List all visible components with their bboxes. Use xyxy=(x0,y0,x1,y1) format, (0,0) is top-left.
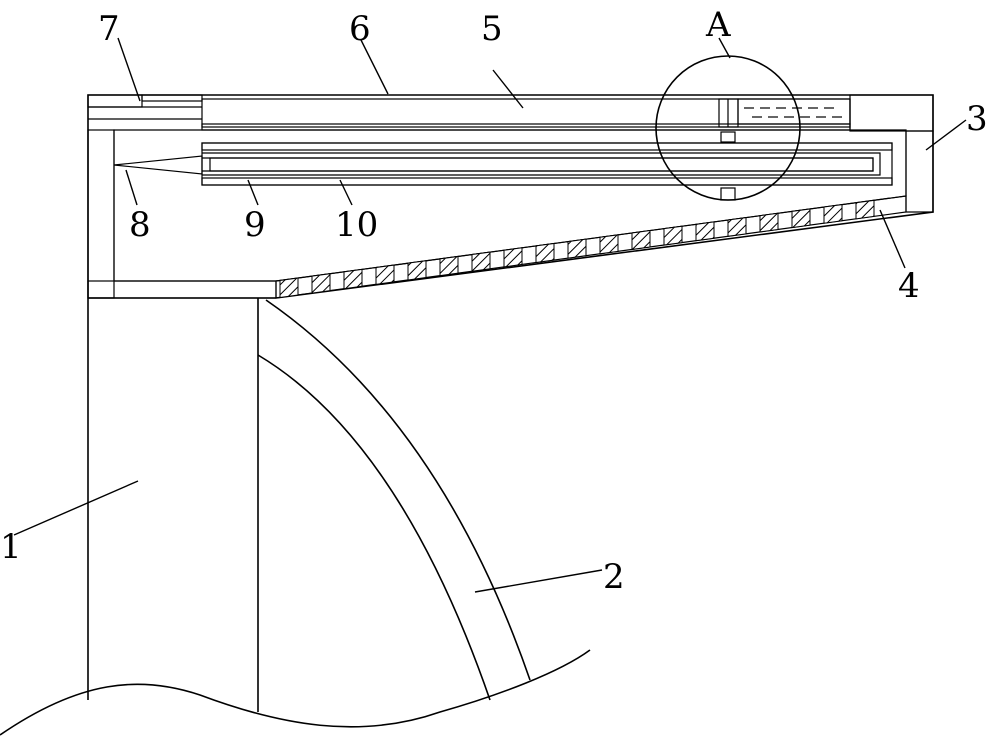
callout-labels: 1 2 3 4 5 6 7 8 9 10 A xyxy=(0,5,988,597)
label-2: 2 xyxy=(603,557,625,597)
plate-slot xyxy=(631,229,651,250)
plate-slot xyxy=(727,217,747,237)
curved-brace xyxy=(257,299,531,701)
plate-slot xyxy=(695,221,715,242)
label-detail-a: A xyxy=(705,5,731,45)
liquid-reservoir xyxy=(737,98,851,125)
plate-slot xyxy=(407,260,427,281)
top-rod xyxy=(201,98,851,131)
leader-lines xyxy=(13,37,967,593)
plate-slot xyxy=(343,268,363,290)
plate-slot xyxy=(279,277,299,299)
detail-circle-a xyxy=(655,55,801,201)
plate-slot xyxy=(311,273,331,294)
label-8: 8 xyxy=(129,205,151,245)
plate-slot xyxy=(663,225,683,246)
plate-slot xyxy=(599,234,619,255)
plate-slot xyxy=(823,204,843,224)
plate-slot xyxy=(535,242,555,264)
plate-slot xyxy=(471,251,491,272)
plate-slot xyxy=(503,247,523,268)
plate-slot xyxy=(759,212,779,233)
label-5: 5 xyxy=(481,9,503,49)
label-1: 1 xyxy=(0,527,22,567)
inner-tube-assembly xyxy=(113,142,893,186)
break-line xyxy=(0,649,591,736)
label-6: 6 xyxy=(349,9,371,49)
plate-slot xyxy=(855,199,875,220)
support-column xyxy=(87,298,259,712)
label-9: 9 xyxy=(244,205,266,245)
plate-slot xyxy=(439,255,459,277)
label-7: 7 xyxy=(98,9,120,49)
label-4: 4 xyxy=(898,266,920,306)
slotted-plate xyxy=(275,195,907,299)
housing-outline xyxy=(87,94,934,299)
label-3: 3 xyxy=(966,99,988,139)
plate-slot xyxy=(375,264,395,285)
plate-slot xyxy=(567,238,587,259)
plate-slot xyxy=(791,208,811,229)
label-10: 10 xyxy=(335,205,378,245)
